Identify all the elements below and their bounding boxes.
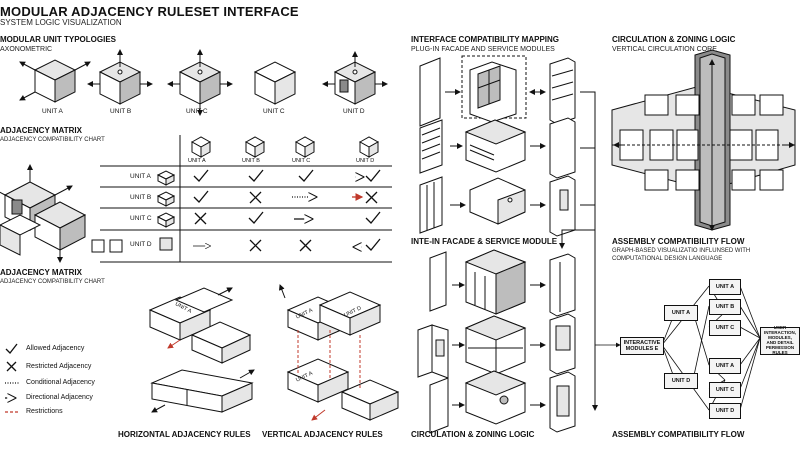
flow-node-label: UNIT C: [715, 325, 735, 331]
page-subtitle: SYSTEM LOGIC VISUALIZATION: [0, 18, 122, 27]
legend-icons: [5, 343, 19, 413]
flow-output-line: PERMISSION RULES: [765, 344, 795, 355]
circulation-zoning-diagram: [611, 49, 796, 231]
circulation-subtitle: VERTICAL CIRCULATION CORE: [612, 46, 717, 53]
horizontal-rules-caption: HORIZONTAL ADJACENCY RULES: [118, 430, 251, 439]
flow-mid-node-a: UNIT A: [664, 305, 698, 321]
legend-label: Allowed Adjacency: [26, 345, 85, 352]
matrix-grid: [100, 135, 392, 263]
matrix-row-label: UNIT B: [130, 194, 152, 201]
matrix-col-header: UNIT A: [188, 158, 206, 164]
page-title: MODULAR ADJACENCY RULESET INTERFACE: [0, 4, 299, 19]
facade-caption: CIRCULATION & ZONING LOGIC: [411, 430, 535, 439]
circulation-title: CIRCULATION & ZONING LOGIC: [612, 35, 736, 44]
flow-output-line: USER INTERACTION,: [764, 325, 796, 336]
unit-cube-d: [322, 51, 388, 105]
matrix-row-label: UNIT C: [130, 215, 152, 222]
flow-node-label: UNIT D: [671, 378, 691, 384]
matrix-column-cubes: [190, 136, 380, 158]
matrix-subtitle: ADJACENCY COMPATIBILITY CHART: [0, 137, 105, 143]
unit-cube-b: [87, 49, 153, 105]
matrix-cells: [193, 169, 381, 251]
flow-node-label: UNIT A: [715, 363, 735, 369]
flow-subtitle-2: COMPUTATIONAL DESIGN LANGUAGE: [612, 256, 723, 262]
legend-item-restricted: Restricted Adjacency: [26, 363, 91, 370]
flow-input-node-label: INTERACTIVE MODULES E: [623, 340, 661, 352]
flow-output-line: MODULES,: [768, 335, 792, 341]
flow-right-node: UNIT A: [709, 358, 741, 374]
unit-cube-a: [19, 59, 91, 103]
unit-label-c: UNIT C: [186, 108, 208, 115]
facade-title: INTE-IN FACADE & SERVICE MODULE: [411, 237, 558, 246]
exploded-assembly: [0, 164, 87, 263]
flow-output-line: AND DETAIL: [766, 340, 794, 345]
interface-subtitle: PLUG-IN FACADE AND SERVICE MODULES: [411, 46, 555, 53]
matrix-col-header: UNIT C: [292, 158, 311, 164]
legend-item-allowed: Allowed Adjacency: [26, 345, 84, 352]
interface-mapping-diagram: [419, 55, 598, 411]
legend-label: Restricted Adjacency: [26, 363, 92, 370]
interface-title: INTERFACE COMPATIBILITY MAPPING: [411, 35, 560, 44]
unit-label-a: UNIT A: [42, 108, 63, 115]
flow-right-node: UNIT C: [709, 320, 741, 336]
unit-label-d: UNIT D: [343, 108, 365, 115]
typologies-title: MODULAR UNIT TYPOLOGIES: [0, 35, 116, 44]
flow-right-node: UNIT B: [709, 299, 741, 315]
legend-label: Restrictions: [26, 408, 63, 415]
flow-right-node: UNIT A: [709, 279, 741, 295]
vertical-rules-caption: VERTICAL ADJACENCY RULES: [262, 430, 383, 439]
flow-subtitle-1: GRAPH-BASED VISUALIZATIO INFLUNSED WITH: [612, 248, 751, 254]
flow-node-label: UNIT D: [715, 408, 735, 414]
typologies-subtitle: AXONOMETRIC: [0, 46, 53, 53]
matrix2-title: ADJACENCY MATRIX: [0, 268, 82, 277]
horizontal-adjacency-diagram: [148, 287, 255, 413]
flow-output-node: USER INTERACTION, MODULES, AND DETAIL PE…: [760, 325, 800, 355]
facade-service-diagram: [417, 229, 595, 434]
flow-mid-node-d: UNIT D: [664, 373, 698, 389]
matrix-row-label: UNIT A: [130, 173, 151, 180]
flow-node-label: UNIT A: [715, 284, 735, 290]
flow-right-node: UNIT C: [709, 382, 741, 398]
matrix-title: ADJACENCY MATRIX: [0, 126, 82, 135]
flow-caption: ASSEMBLY COMPATIBILITY FLOW: [612, 430, 745, 439]
legend-label: Directional Adjacency: [26, 394, 93, 401]
legend-label: Conditional Adjacency: [26, 379, 95, 386]
vertical-adjacency-diagram: [278, 284, 400, 421]
matrix2-subtitle: ADJACENCY COMPATIBILITY CHART: [0, 279, 105, 285]
flow-node-label: UNIT A: [671, 310, 691, 316]
unit-cube-c-open: [253, 61, 297, 105]
flow-right-node: UNIT D: [709, 403, 741, 419]
matrix-col-header: UNIT D: [356, 158, 375, 164]
flow-node-label: UNIT B: [715, 304, 735, 310]
flow-input-node: INTERACTIVE MODULES E: [620, 337, 664, 355]
unit-label-c-open: UNIT C: [263, 108, 285, 115]
flow-node-label: UNIT C: [715, 387, 735, 393]
matrix-row-cubes: [91, 170, 176, 253]
matrix-col-header: UNIT B: [242, 158, 260, 164]
unit-label-b: UNIT B: [110, 108, 132, 115]
legend-item-restrictions: Restrictions: [26, 408, 63, 415]
unit-cube-c: [167, 49, 233, 116]
legend-item-conditional: Conditional Adjacency: [26, 379, 95, 386]
flow-title: ASSEMBLY COMPATIBILITY FLOW: [612, 237, 745, 246]
matrix-row-label: UNIT D: [130, 241, 152, 248]
legend-item-directional: Directional Adjacency: [26, 394, 93, 401]
